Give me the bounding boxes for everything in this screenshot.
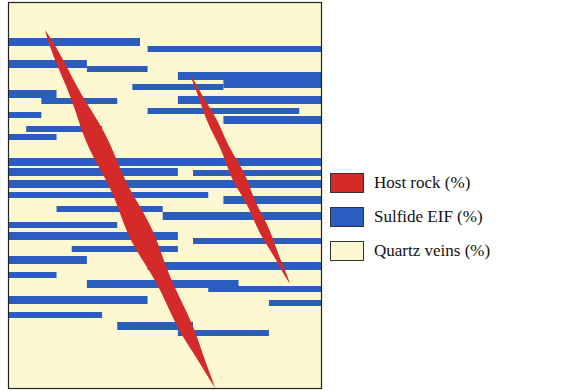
sulfide-band [72,246,178,252]
sulfide-band [57,206,163,212]
legend-row: Quartz veins (%) [330,234,490,268]
sulfide-band [193,238,322,244]
sulfide-band [148,46,322,52]
sulfide-band [132,84,223,90]
legend-label: Quartz veins (%) [374,241,490,261]
sulfide-band [8,256,87,264]
legend-swatch [330,241,364,261]
sulfide-band [223,116,322,124]
sulfide-band [8,222,117,228]
sulfide-band [208,286,322,292]
sulfide-band [8,180,322,188]
legend: Host rock (%) Sulfide EIF (%) Quartz veins… [330,166,490,268]
sulfide-band [223,196,322,204]
sulfide-band [223,80,322,88]
legend-row: Sulfide EIF (%) [330,200,490,234]
legend-row: Host rock (%) [330,166,490,200]
host-rock-lens [45,30,215,388]
sulfide-band [8,38,140,46]
sulfide-band [8,158,322,166]
sulfide-band [163,212,322,220]
legend-swatch [330,173,364,193]
sulfide-band [8,112,41,118]
sulfide-band [193,170,322,176]
sulfide-band [269,300,322,306]
sulfide-band [8,90,57,98]
legend-label: Host rock (%) [374,173,470,193]
sulfide-band [148,108,300,114]
sulfide-band [8,134,57,140]
sulfide-band [178,72,322,80]
sulfide-band [8,192,208,198]
quartz-vein-ground [8,2,322,389]
host-rock-lens [190,74,290,284]
sulfide-band [87,66,148,72]
sulfide-band [8,272,57,278]
sulfide-band [8,296,148,304]
sulfide-band [8,312,102,318]
sulfide-band [8,168,178,176]
sulfide-band [8,60,87,68]
sulfide-band [148,262,322,270]
legend-swatch [330,207,364,227]
legend-label: Sulfide EIF (%) [374,207,483,227]
panel-frame [9,3,322,389]
